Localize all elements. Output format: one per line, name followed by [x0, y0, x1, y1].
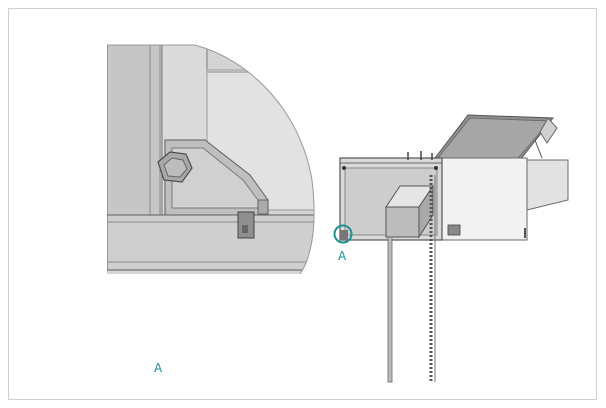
bolt-icon	[157, 151, 193, 183]
detail-view-A	[107, 45, 315, 274]
detail-caption-label: A	[154, 361, 163, 375]
callout-marker-label: A	[338, 249, 347, 263]
main-assembly-view	[339, 114, 569, 383]
callout-circle-icon	[333, 224, 353, 244]
